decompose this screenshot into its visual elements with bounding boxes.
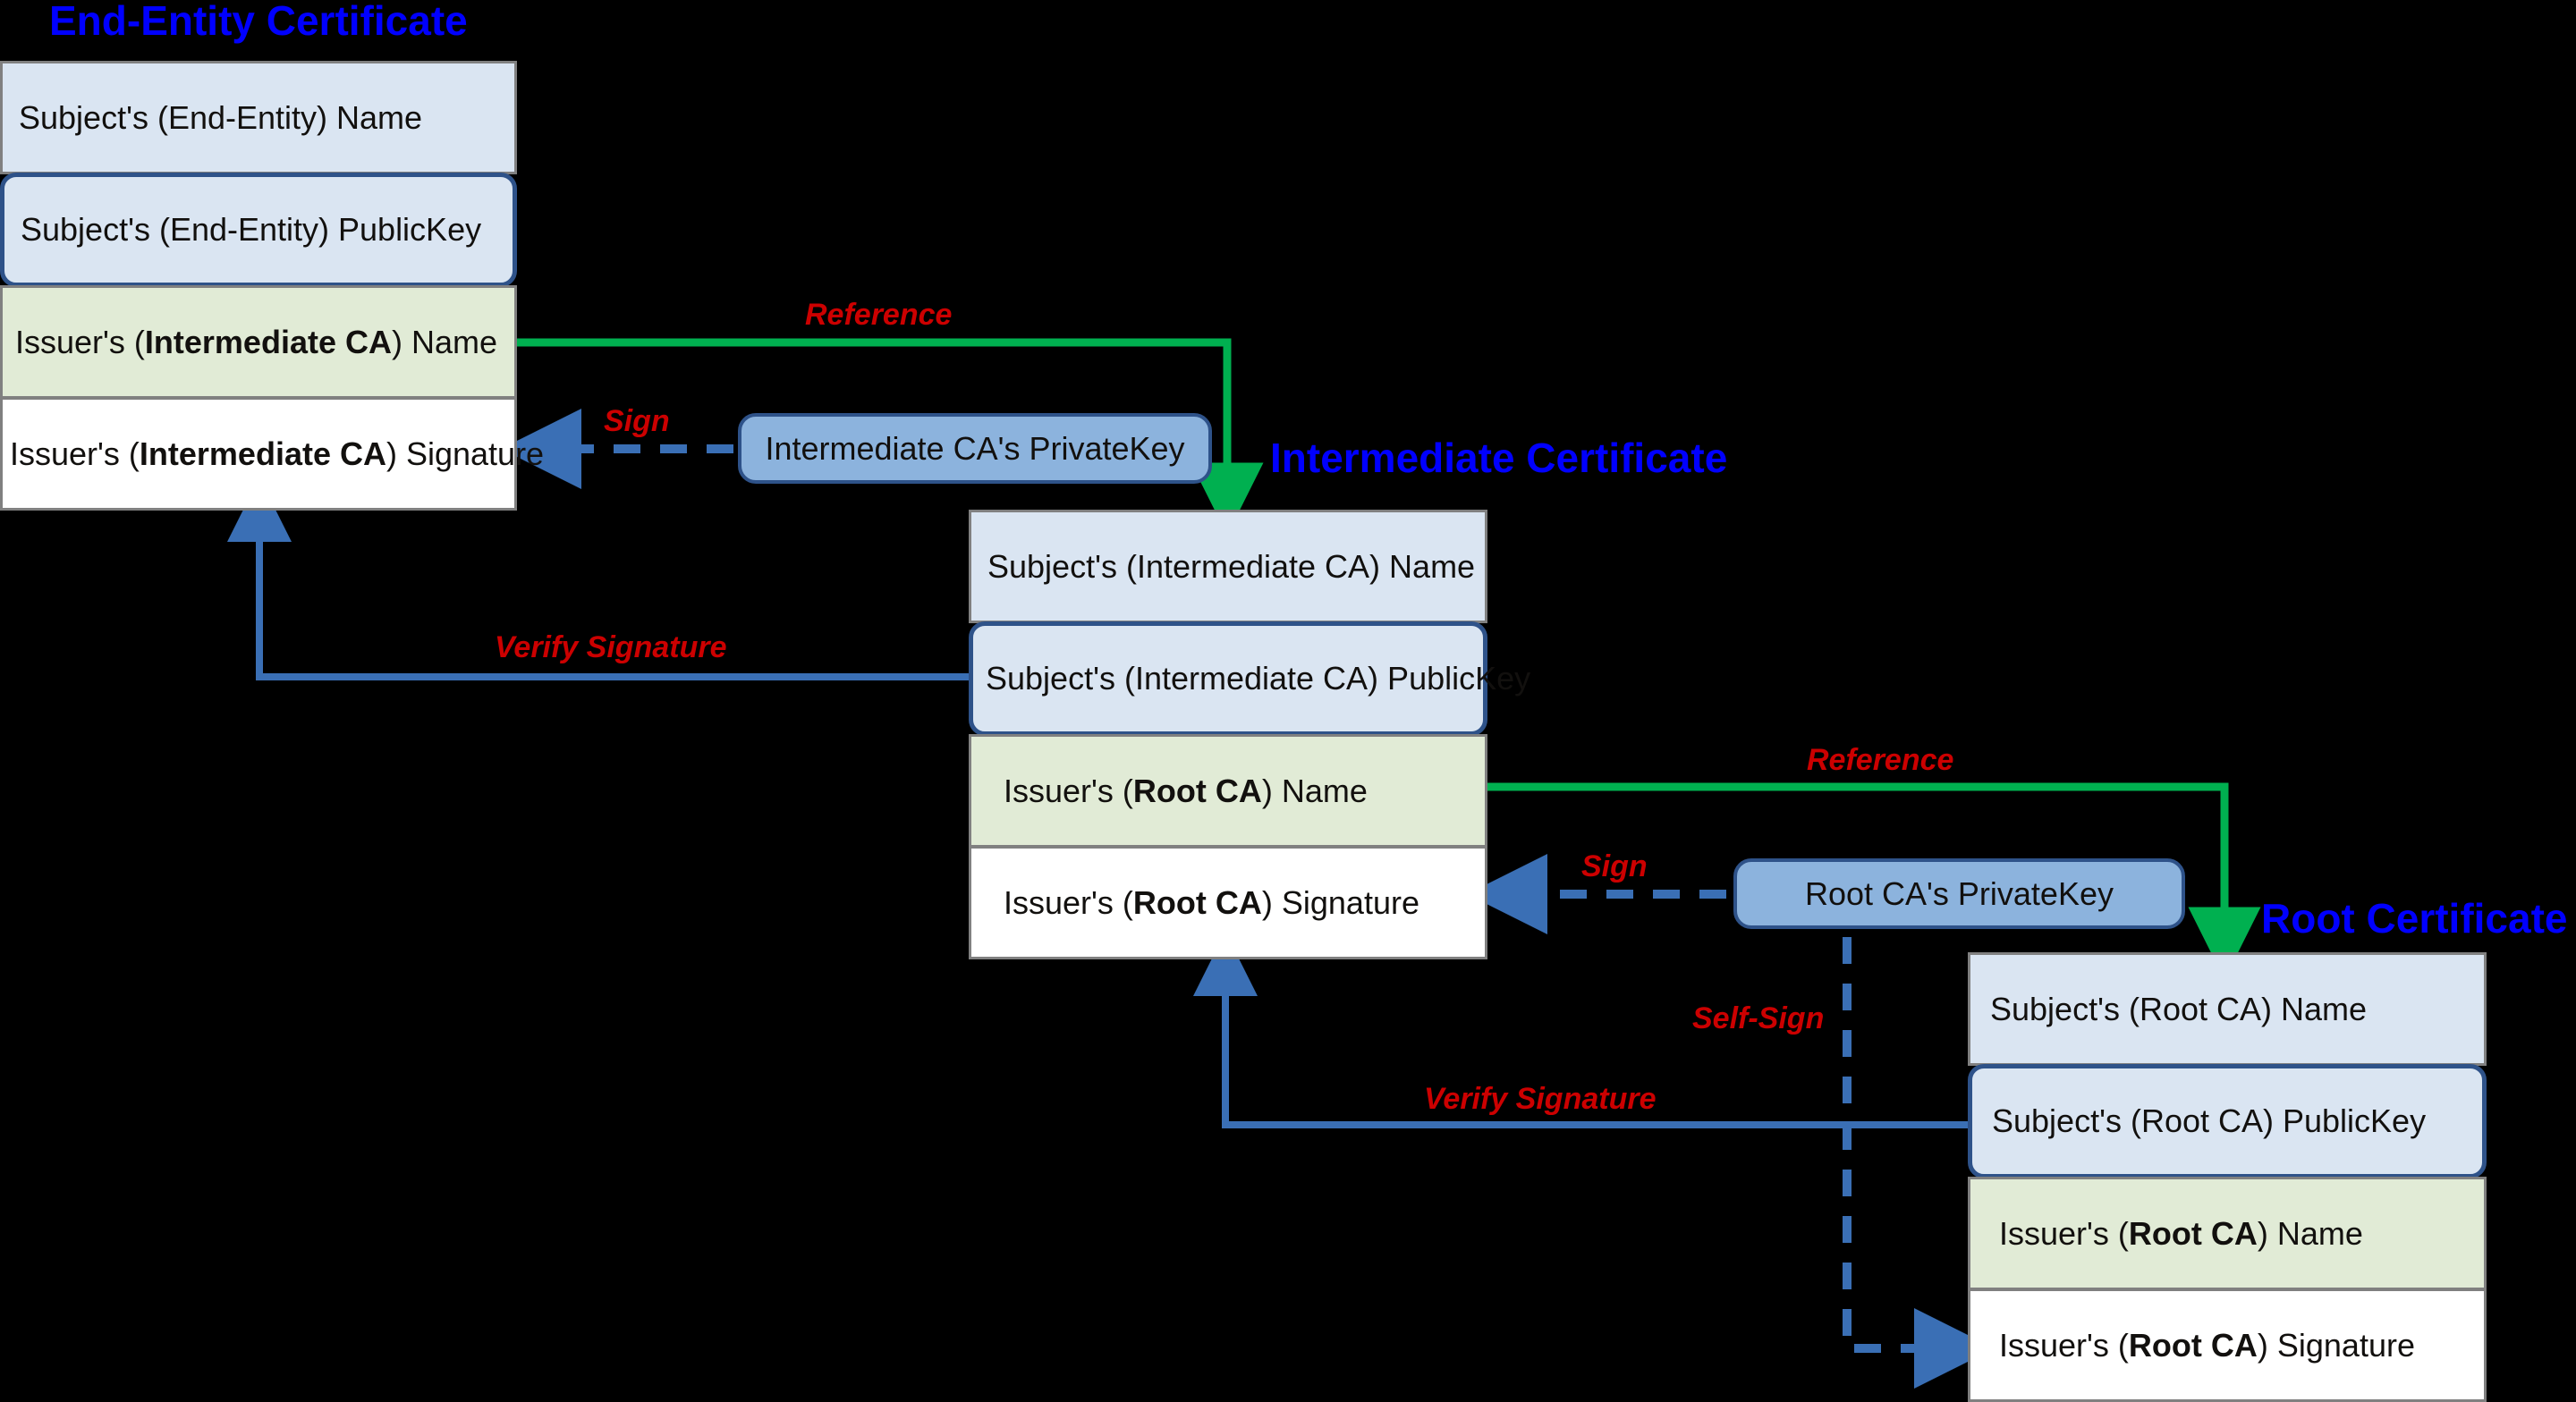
cert-row-text-bold: Root CA	[2128, 1214, 2258, 1252]
cert-row-issuer-signature: Issuer's (Root CA) Signature	[969, 846, 1487, 959]
cert-row-text-pre: Issuer's (	[10, 435, 140, 472]
cert-row-subject-publickey: Subject's (Intermediate CA) PublicKey	[969, 621, 1530, 736]
cert-row-text-pre: Issuer's (	[1004, 883, 1133, 921]
title-root-certificate: Root Certificate	[2261, 895, 2568, 942]
cert-row-subject-publickey: Subject's (End-Entity) PublicKey	[0, 173, 517, 287]
cert-row-text-post: ) Name	[1261, 772, 1368, 809]
edge-label-reference-1: Reference	[805, 298, 953, 332]
edge-label-verify-2: Verify Signature	[1424, 1082, 1657, 1116]
privatekey-label: Intermediate CA's PrivateKey	[765, 429, 1185, 467]
title-intermediate-certificate: Intermediate Certificate	[1270, 435, 1728, 481]
edge-label-sign-2: Sign	[1581, 849, 1648, 883]
cert-row-text-bold: Root CA	[1132, 883, 1262, 921]
privatekey-label: Root CA's PrivateKey	[1804, 874, 2114, 912]
cert-row-text-pre: Issuer's (	[1004, 772, 1133, 809]
privatekey-root-ca: Root CA's PrivateKey	[1733, 858, 2185, 929]
certificate-intermediate: Subject's (Intermediate CA) Name Subject…	[969, 510, 1530, 959]
cert-row-text: Subject's (Root CA) PublicKey	[1992, 1102, 2427, 1140]
cert-row-text: Subject's (Root CA) Name	[1990, 990, 2368, 1027]
cert-row-issuer-signature: Issuer's (Root CA) Signature	[1968, 1288, 2487, 1402]
cert-row-issuer-signature: Issuer's (Intermediate CA) Signature	[0, 397, 544, 511]
edge-label-reference-2: Reference	[1807, 743, 1954, 777]
cert-row-issuer-name: Issuer's (Root CA) Name	[969, 734, 1487, 848]
cert-row-text-post: ) Signature	[2257, 1326, 2415, 1364]
certificate-root: Subject's (Root CA) Name Subject's (Root…	[1968, 952, 2487, 1402]
cert-row-text-pre: Issuer's (	[15, 323, 145, 360]
cert-row-text: Subject's (Intermediate CA) PublicKey	[986, 660, 1531, 697]
cert-row-text-bold: Root CA	[1132, 772, 1262, 809]
edge-label-sign-1: Sign	[604, 404, 670, 438]
cert-row-subject-name: Subject's (End-Entity) Name	[0, 61, 517, 174]
cert-row-text-post: ) Signature	[1261, 883, 1419, 921]
cert-row-text-pre: Issuer's (	[1999, 1326, 2129, 1364]
cert-row-subject-name: Subject's (Root CA) Name	[1968, 952, 2487, 1066]
title-end-entity-certificate: End-Entity Certificate	[49, 0, 468, 44]
edge-label-verify-1: Verify Signature	[495, 630, 727, 664]
cert-row-text-post: ) Signature	[386, 435, 545, 472]
cert-row-text: Subject's (End-Entity) Name	[19, 98, 423, 136]
cert-row-text-bold: Root CA	[2128, 1326, 2258, 1364]
cert-row-subject-publickey: Subject's (Root CA) PublicKey	[1968, 1064, 2487, 1178]
cert-row-issuer-name: Issuer's (Root CA) Name	[1968, 1177, 2487, 1290]
cert-row-text-post: ) Name	[2257, 1214, 2363, 1252]
cert-row-text-bold: Intermediate CA	[139, 435, 386, 472]
cert-row-issuer-name: Issuer's (Intermediate CA) Name	[0, 285, 517, 399]
privatekey-intermediate-ca: Intermediate CA's PrivateKey	[738, 413, 1212, 484]
cert-row-text-pre: Issuer's (	[1999, 1214, 2129, 1252]
cert-row-text-post: ) Name	[391, 323, 498, 360]
certificate-end-entity: Subject's (End-Entity) Name Subject's (E…	[0, 61, 544, 511]
cert-row-text: Subject's (Intermediate CA) Name	[987, 547, 1476, 585]
cert-row-text: Subject's (End-Entity) PublicKey	[21, 211, 482, 249]
edge-self-sign	[1843, 937, 1995, 1389]
cert-row-subject-name: Subject's (Intermediate CA) Name	[969, 510, 1487, 623]
edge-label-self-sign: Self-Sign	[1692, 1001, 1825, 1035]
cert-row-text-bold: Intermediate CA	[144, 323, 392, 360]
